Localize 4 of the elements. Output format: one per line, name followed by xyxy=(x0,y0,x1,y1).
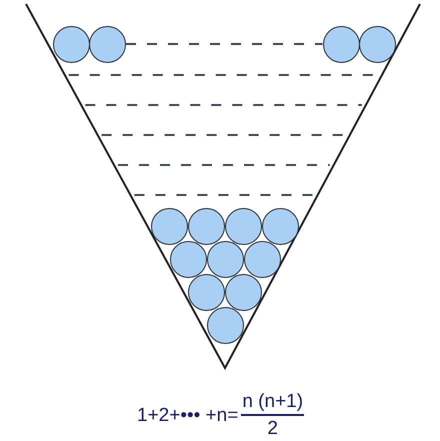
dashed-connector xyxy=(126,43,322,45)
fraction-numerator: n (n+1) xyxy=(241,392,304,414)
fraction-denominator: 2 xyxy=(267,417,278,438)
formula-text: 1+2+••• +n= xyxy=(137,406,238,424)
